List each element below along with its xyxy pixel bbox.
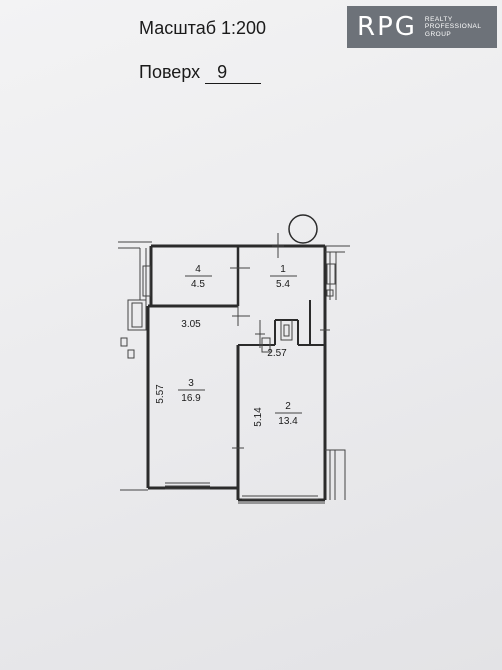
room-1-area: 5.4 [276,279,290,290]
corridor-width-dimension: 2.57 [267,348,287,359]
room-2-length-dimension: 5.14 [253,407,264,427]
room-1-number: 1 [280,264,286,275]
plan-details [118,233,350,504]
logo-words: REALTY PROFESSIONAL GROUP [425,16,482,39]
logo-line-3: GROUP [424,30,452,38]
room-4-area: 4.5 [191,279,205,290]
floor-number: 9 [205,62,262,84]
floor-label: Поверх [139,62,201,82]
room-4-number: 4 [195,264,201,275]
room-2-area: 13.4 [278,416,298,427]
logo-line-1: REALTY [424,15,453,23]
hall-width-dimension: 3.05 [181,319,201,330]
logo-line-2: PROFESSIONAL [424,23,482,31]
floor-row: Поверх 9 [139,62,262,84]
logo-mark: RPG [357,12,417,42]
orientation-circle [288,214,318,244]
plan-walls [146,214,327,502]
room-3-area: 16.9 [181,393,201,404]
room-3-length-dimension: 5.57 [155,384,166,404]
room-3-number: 3 [188,378,194,389]
company-logo: RPG REALTY PROFESSIONAL GROUP [347,6,497,48]
room-2-number: 2 [285,401,291,412]
scale-label: Масштаб 1:200 [139,18,267,38]
